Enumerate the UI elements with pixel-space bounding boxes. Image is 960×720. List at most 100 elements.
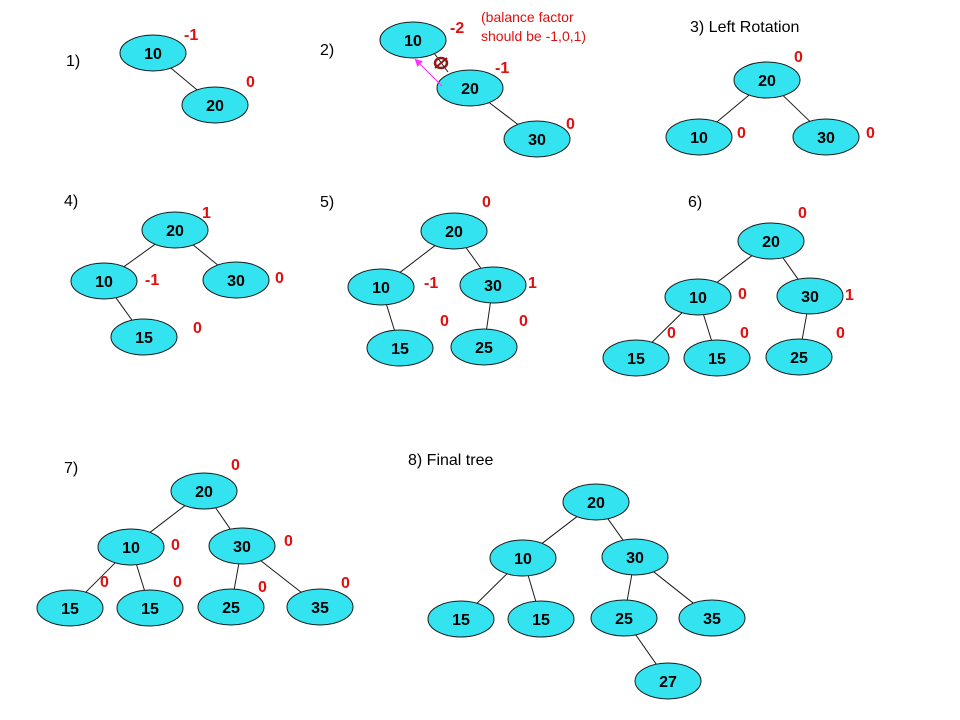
step-label: 4) (64, 193, 78, 210)
node-ellipse (503, 120, 571, 158)
tree-edge (192, 244, 219, 266)
node-value: 30 (626, 550, 644, 567)
tree-edge (399, 245, 436, 273)
tree-node: 10 (665, 118, 733, 156)
node-value: 10 (95, 274, 113, 291)
node-value: 10 (689, 290, 707, 307)
tree-node: 35 (286, 588, 354, 626)
node-ellipse (208, 527, 276, 565)
step-label: 3) Left Rotation (690, 19, 799, 36)
tree-edge (782, 257, 799, 280)
balance-factor: 0 (737, 125, 746, 142)
tree-node: 25 (450, 328, 518, 366)
tree-node: 27 (634, 662, 702, 700)
balance-factor: 0 (258, 579, 267, 596)
node-ellipse (170, 472, 238, 510)
tree-edge (716, 94, 750, 123)
tree-edge (703, 314, 712, 341)
tree-edge (260, 560, 302, 593)
tree-node: 20 (181, 86, 249, 124)
balance-factor: -1 (145, 272, 159, 289)
node-ellipse (197, 588, 265, 626)
node-value: 10 (372, 280, 390, 297)
tree-node: 30 (459, 266, 527, 304)
step-label: 7) (64, 460, 78, 477)
tree-edge (635, 634, 657, 665)
tree-edge (488, 102, 519, 125)
tree-node: 20 (141, 211, 209, 249)
node-ellipse (489, 539, 557, 577)
tree-edge (170, 67, 198, 91)
tree-node: 10 (489, 539, 557, 577)
tree-node: 20 (170, 472, 238, 510)
node-value: 30 (227, 273, 245, 290)
balance-factor: 0 (798, 205, 807, 222)
node-ellipse (683, 339, 751, 377)
node-value: 25 (790, 350, 808, 367)
balance-factor: 0 (173, 574, 182, 591)
node-ellipse (427, 600, 495, 638)
balance-factor: 0 (284, 533, 293, 550)
balance-factor: 0 (275, 270, 284, 287)
tree-node: 15 (683, 339, 751, 377)
tree-edge (115, 297, 133, 321)
node-ellipse (110, 318, 178, 356)
step-label: 6) (688, 194, 702, 211)
node-value: 15 (627, 351, 645, 368)
node-value: 30 (528, 132, 546, 149)
node-ellipse (664, 278, 732, 316)
tree-node: 10 (664, 278, 732, 316)
node-ellipse (286, 588, 354, 626)
balance-factor: 0 (100, 574, 109, 591)
balance-factor: 0 (193, 320, 202, 337)
node-value: 10 (690, 130, 708, 147)
node-ellipse (181, 86, 249, 124)
tree-node: 25 (765, 338, 833, 376)
node-ellipse (765, 338, 833, 376)
node-value: 30 (817, 130, 835, 147)
tree-node: 10 (347, 268, 415, 306)
node-ellipse (379, 21, 447, 59)
balance-factor: 0 (566, 116, 575, 133)
tree-edge (465, 247, 482, 269)
tree-edge (782, 95, 811, 122)
tree-node: 30 (792, 118, 860, 156)
tree-edge (626, 574, 633, 601)
node-ellipse (590, 599, 658, 637)
tree-node: 10 (70, 262, 138, 300)
node-ellipse (562, 483, 630, 521)
node-value: 15 (532, 612, 550, 629)
balance-factor: 0 (341, 575, 350, 592)
node-value: 15 (141, 601, 159, 618)
balance-factor: 0 (440, 313, 449, 330)
tree-node: 25 (590, 599, 658, 637)
node-value: 15 (708, 351, 726, 368)
tree-node: 25 (197, 588, 265, 626)
node-value: 20 (166, 223, 184, 240)
node-value: 35 (311, 600, 329, 617)
rotation-arrow (414, 58, 443, 87)
step-label: 1) (66, 53, 80, 70)
tree-edge (607, 518, 624, 541)
tree-edge (233, 563, 240, 590)
node-ellipse (119, 34, 187, 72)
node-ellipse (678, 599, 746, 637)
step-label: 8) Final tree (408, 452, 493, 469)
balance-factor: 0 (171, 537, 180, 554)
node-ellipse (36, 589, 104, 627)
node-ellipse (436, 69, 504, 107)
node-ellipse (634, 662, 702, 700)
tree-edge (136, 564, 145, 591)
balance-factor: -1 (495, 60, 509, 77)
node-ellipse (733, 61, 801, 99)
tree-edge (653, 571, 694, 604)
balance-note: (balance factor (481, 9, 574, 25)
node-value: 20 (445, 224, 463, 241)
node-ellipse (776, 277, 844, 315)
node-ellipse (70, 262, 138, 300)
